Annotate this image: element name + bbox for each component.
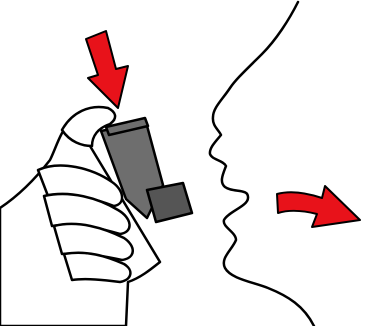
hand-thumb (60, 105, 117, 148)
inhaler (99, 116, 194, 224)
inhaler-mouthpiece (145, 181, 194, 224)
inhaler-collar (104, 116, 150, 137)
face-profile (208, 0, 316, 326)
press-down-arrow-icon (85, 30, 129, 109)
finger-little (62, 251, 132, 284)
hand-fingers (36, 164, 134, 284)
breath-out-arrow-icon (276, 185, 361, 228)
